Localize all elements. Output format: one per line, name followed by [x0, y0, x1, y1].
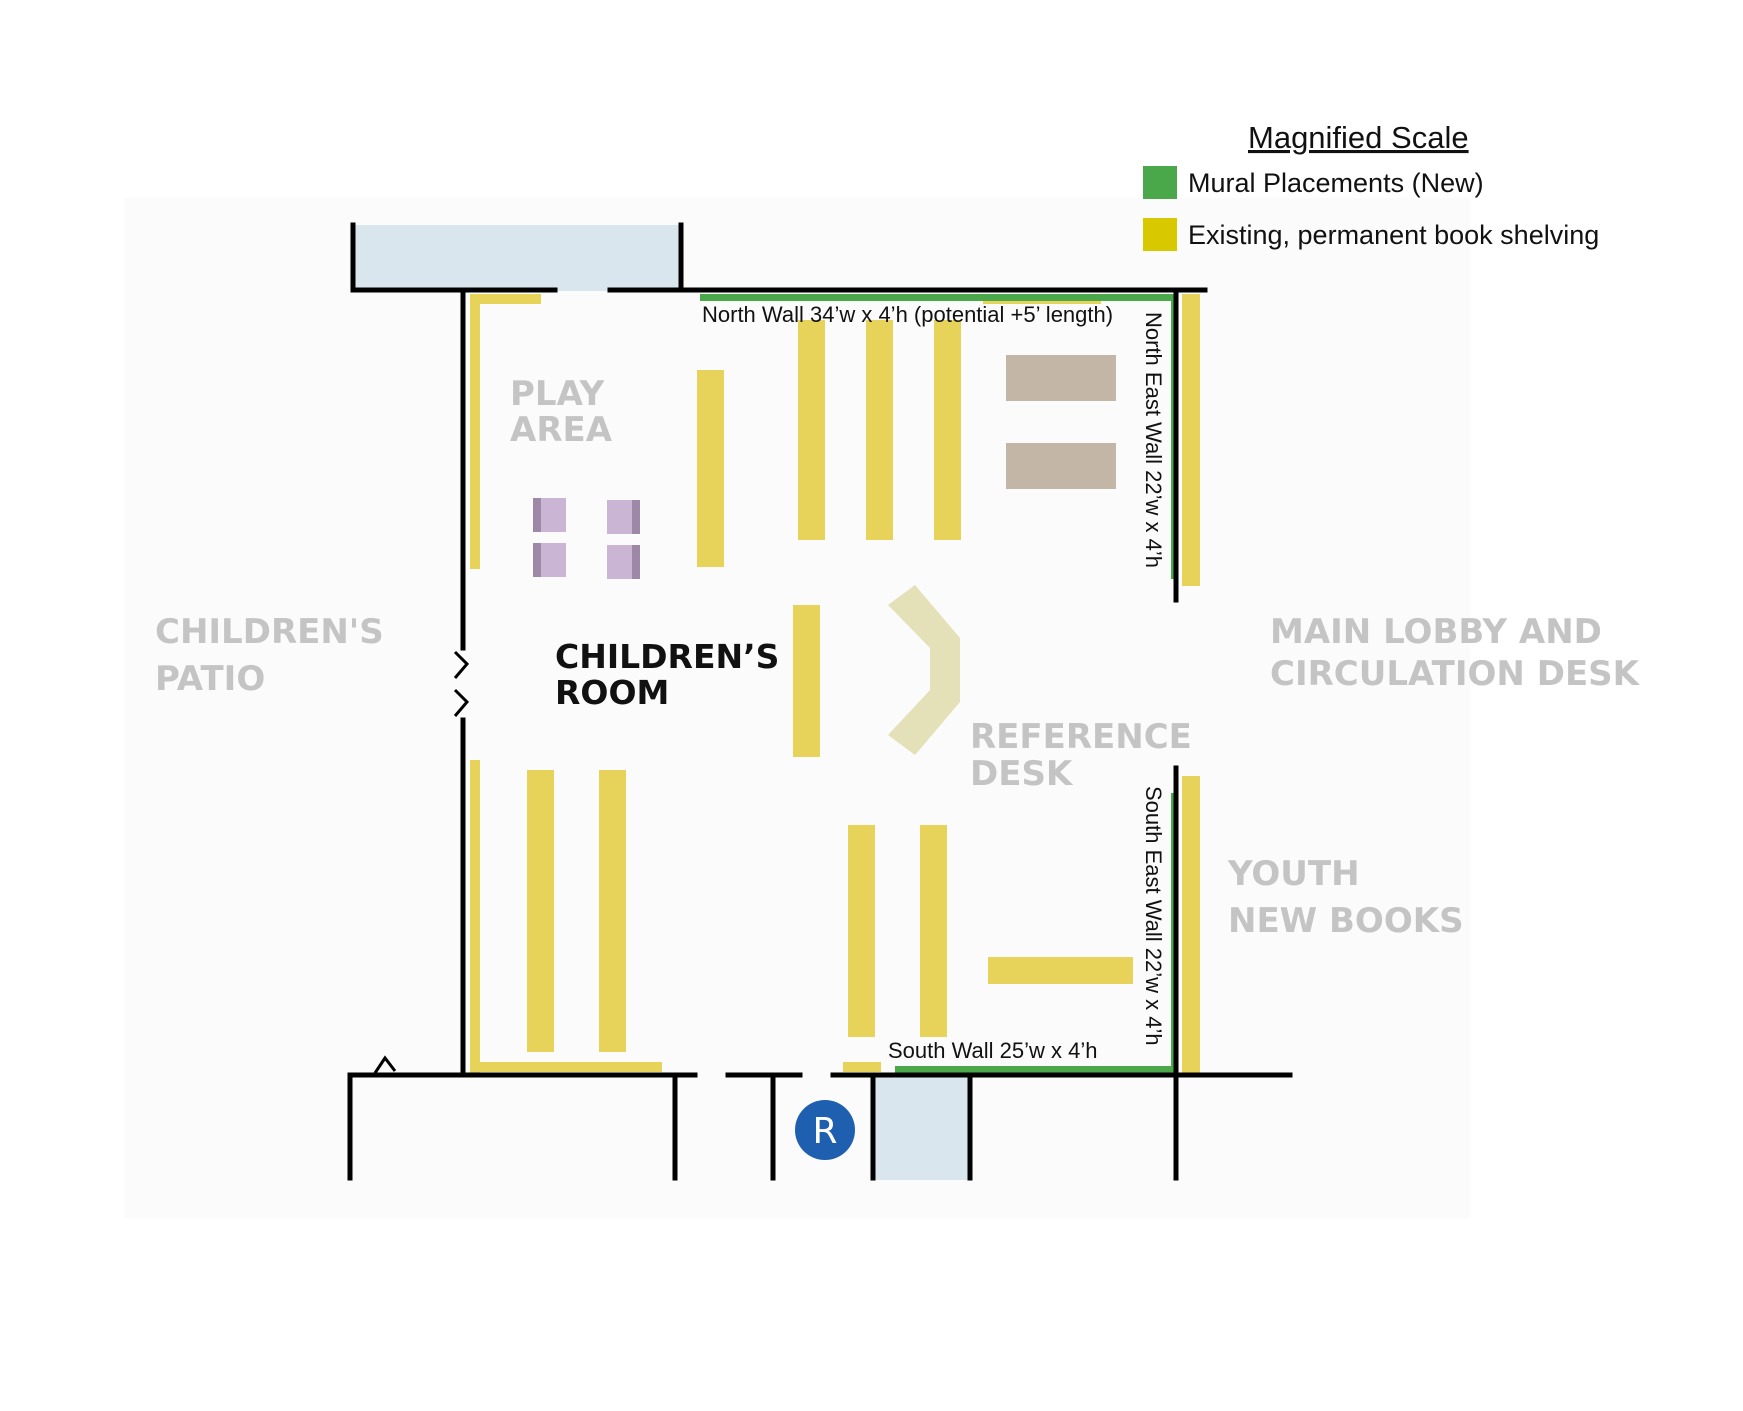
shelf	[470, 1062, 662, 1072]
chair-back	[632, 545, 640, 579]
childrens-room-label: ROOM	[555, 673, 669, 712]
chair-back	[533, 543, 541, 577]
reference-desk	[888, 585, 960, 755]
north-window	[355, 225, 683, 291]
shelf	[798, 320, 825, 540]
shelving-group	[470, 294, 1200, 1075]
shelf	[920, 825, 947, 1037]
youth-new-books-label: NEW BOOKS	[1228, 901, 1464, 941]
mural-legend-swatch	[1143, 166, 1177, 199]
shelf	[470, 294, 541, 304]
childrens-room-label: CHILDREN’S	[555, 637, 779, 676]
legend: Magnified Scale Mural Placements (New) E…	[1143, 120, 1599, 251]
childrens-patio-label: CHILDREN'S	[155, 612, 384, 652]
shelf	[843, 1062, 881, 1072]
youth-new-books-label: YOUTH	[1227, 854, 1360, 894]
main-lobby-label: CIRCULATION DESK	[1270, 654, 1641, 694]
south-east-wall-label: South East Wall 22’w x 4’h	[1141, 786, 1166, 1046]
childrens-patio-label: PATIO	[155, 659, 265, 699]
shelf	[793, 605, 820, 757]
shelf	[470, 294, 480, 569]
mural-legend-label: Mural Placements (New)	[1188, 168, 1484, 198]
south-window	[875, 1075, 970, 1180]
shelf	[848, 825, 875, 1037]
reference-desk-label: DESK	[970, 754, 1074, 794]
north-east-wall-label: North East Wall 22’w x 4’h	[1141, 312, 1166, 568]
chair-back	[533, 498, 541, 532]
shelving-legend-label: Existing, permanent book shelving	[1188, 220, 1599, 250]
table	[1006, 355, 1116, 401]
door-swing-icon	[373, 1055, 397, 1074]
table	[1006, 443, 1116, 489]
shelf	[527, 770, 554, 1052]
north-wall-label: North Wall 34’w x 4’h (potential +5’ len…	[702, 302, 1113, 327]
south-wall-mural	[895, 1066, 1178, 1073]
shelf	[934, 320, 961, 540]
play-area-label: PLAY	[510, 374, 605, 414]
legend-title: Magnified Scale	[1248, 120, 1469, 155]
restroom-marker-icon	[795, 1100, 855, 1160]
north-wall-mural	[700, 294, 1178, 301]
shelf	[988, 957, 1133, 984]
shelf	[1182, 776, 1200, 1073]
chair-back	[632, 500, 640, 534]
play-area-chairs	[533, 498, 640, 579]
main-lobby-label: MAIN LOBBY AND	[1270, 612, 1602, 652]
shelf	[599, 770, 626, 1052]
restroom-marker-label: R	[812, 1111, 837, 1152]
shelf	[1182, 294, 1200, 586]
shelving-legend-swatch	[1143, 218, 1177, 251]
shelf	[697, 370, 724, 567]
play-area-label: AREA	[510, 410, 613, 450]
south-wall-label: South Wall 25’w x 4’h	[888, 1038, 1098, 1063]
shelf	[470, 760, 480, 1075]
shelf	[866, 320, 893, 540]
walls	[347, 222, 1293, 1181]
patio-door-icon	[453, 650, 470, 717]
reference-desk-label: REFERENCE	[970, 717, 1192, 757]
